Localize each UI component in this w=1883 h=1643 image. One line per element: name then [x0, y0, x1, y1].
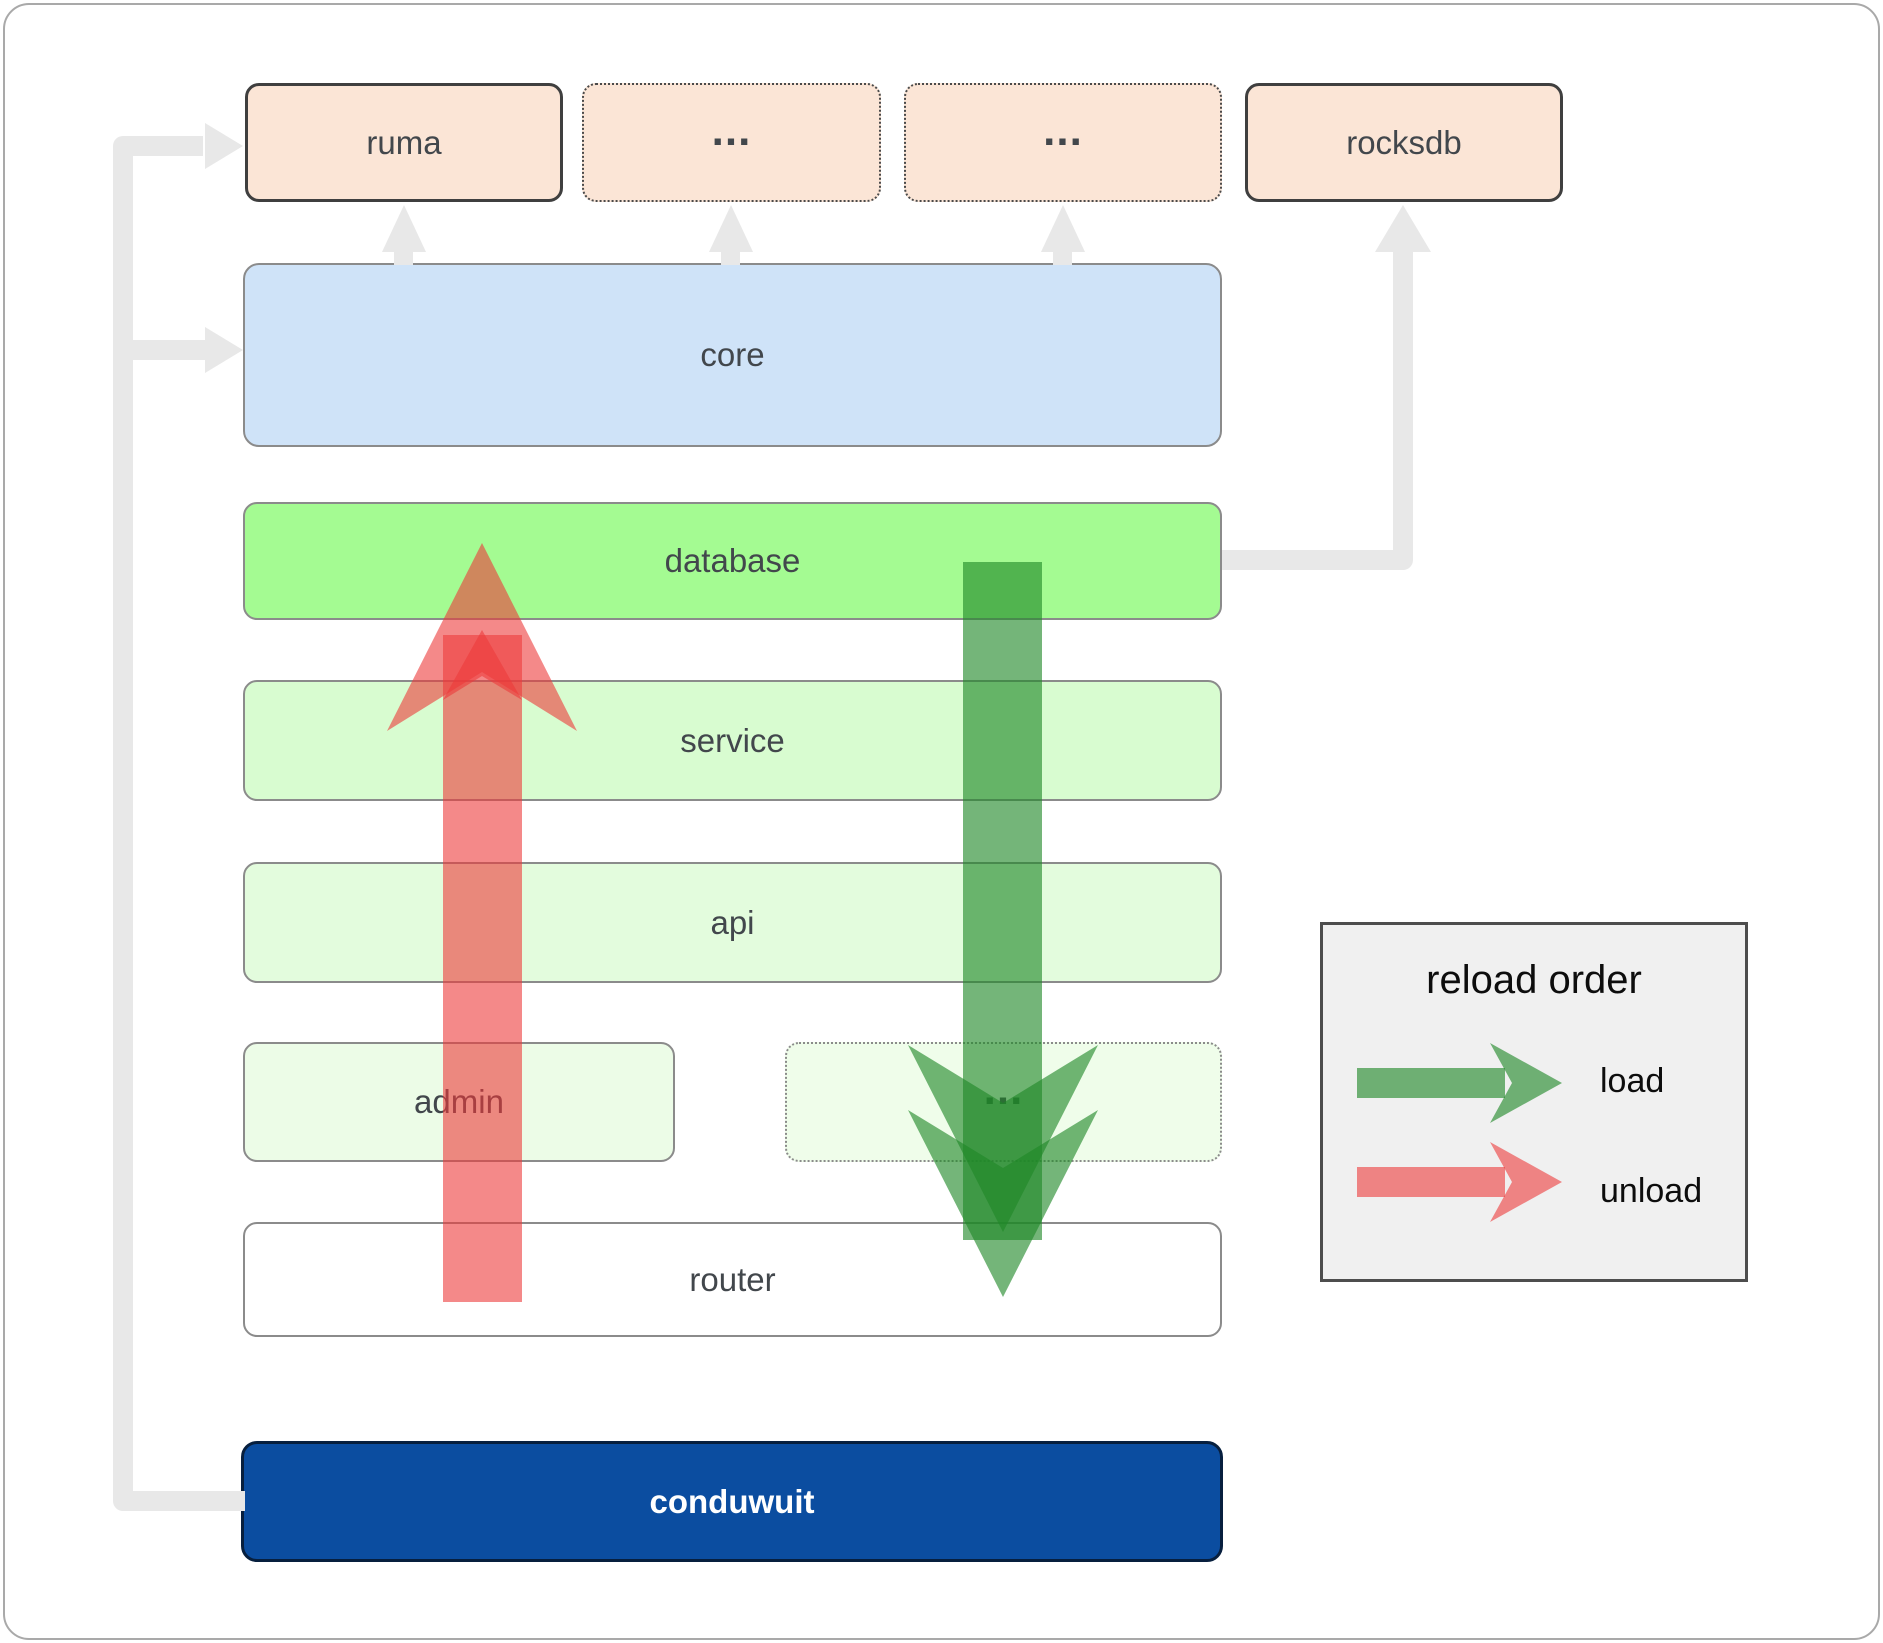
node-conduwuit: conduwuit [241, 1441, 1223, 1562]
node-core: core [243, 263, 1222, 447]
diagram-frame [3, 3, 1880, 1640]
node-ruma-label: ruma [366, 123, 442, 161]
node-admin: admin [243, 1042, 675, 1162]
legend-unload-label: unload [1600, 1172, 1703, 1210]
node-ellipsis-2-label: ... [1043, 105, 1083, 155]
legend-title: reload order [1426, 958, 1642, 1002]
node-rocksdb: rocksdb [1245, 83, 1563, 202]
node-ellipsis-1: ... [582, 83, 881, 202]
node-ellipsis-2: ... [904, 83, 1222, 202]
node-api-label: api [710, 903, 755, 941]
node-ellipsis-3: ... [785, 1042, 1222, 1162]
node-database: database [243, 502, 1222, 620]
node-ellipsis-1-label: ... [711, 105, 752, 155]
legend-load-label: load [1600, 1062, 1665, 1100]
node-service: service [243, 680, 1222, 801]
node-router: router [243, 1222, 1222, 1337]
node-database-label: database [664, 542, 801, 579]
node-core-label: core [700, 336, 765, 373]
node-rocksdb-label: rocksdb [1346, 123, 1462, 161]
node-conduwuit-label: conduwuit [649, 1482, 815, 1520]
node-service-label: service [680, 721, 785, 759]
node-router-label: router [689, 1260, 776, 1298]
node-api: api [243, 862, 1222, 983]
node-ruma: ruma [245, 83, 563, 202]
node-ellipsis-3-label: ... [983, 1065, 1024, 1114]
node-admin-label: admin [414, 1083, 504, 1120]
